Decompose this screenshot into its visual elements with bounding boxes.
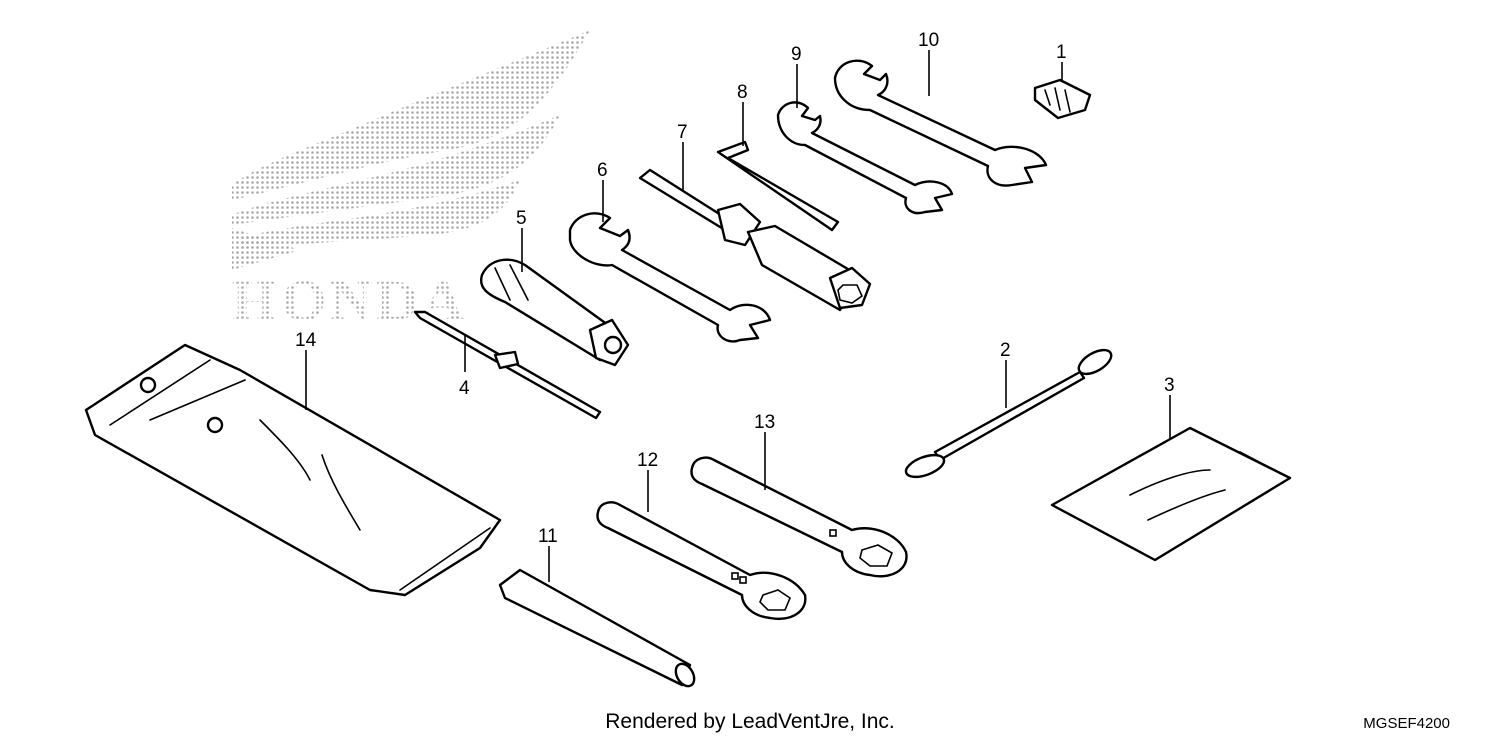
box-wrench-13 xyxy=(690,456,908,578)
callout-14: 14 xyxy=(295,330,317,351)
open-end-wrench-10 xyxy=(833,59,1048,187)
manual-envelope xyxy=(1050,426,1292,562)
callout-labels: 1 2 3 4 5 6 7 8 9 10 11 12 13 14 xyxy=(295,30,1175,547)
callout-6: 6 xyxy=(597,160,608,181)
honda-wing-logo-watermark: HONDA xyxy=(232,30,590,333)
callout-8: 8 xyxy=(737,82,748,103)
callout-9: 9 xyxy=(791,44,802,65)
diagram-code: MGSEF4200 xyxy=(1363,715,1450,732)
box-wrench-12 xyxy=(596,501,807,621)
cap-clip xyxy=(1033,78,1092,120)
screwdriver-handle xyxy=(479,258,630,367)
hex-key xyxy=(716,140,840,232)
callout-13: 13 xyxy=(754,412,775,433)
screwdriver xyxy=(413,310,602,420)
open-end-wrench-6 xyxy=(568,212,772,343)
leader-lines xyxy=(305,50,1171,582)
rendered-by-credit: Rendered by LeadVentJre, Inc. xyxy=(605,710,895,733)
callout-3: 3 xyxy=(1164,375,1175,396)
tool-strap xyxy=(904,348,1113,479)
callout-11: 11 xyxy=(538,526,558,547)
callout-10: 10 xyxy=(918,30,939,51)
callout-1: 1 xyxy=(1056,42,1067,63)
callout-5: 5 xyxy=(516,208,527,229)
tool-bag xyxy=(84,343,502,597)
callout-12: 12 xyxy=(637,450,658,471)
callout-4: 4 xyxy=(459,378,470,399)
callout-2: 2 xyxy=(1000,340,1011,361)
spark-plug-wrench xyxy=(638,168,872,312)
open-end-wrench-9 xyxy=(776,101,954,215)
handle-sleeve xyxy=(498,568,696,688)
callout-7: 7 xyxy=(677,122,688,143)
